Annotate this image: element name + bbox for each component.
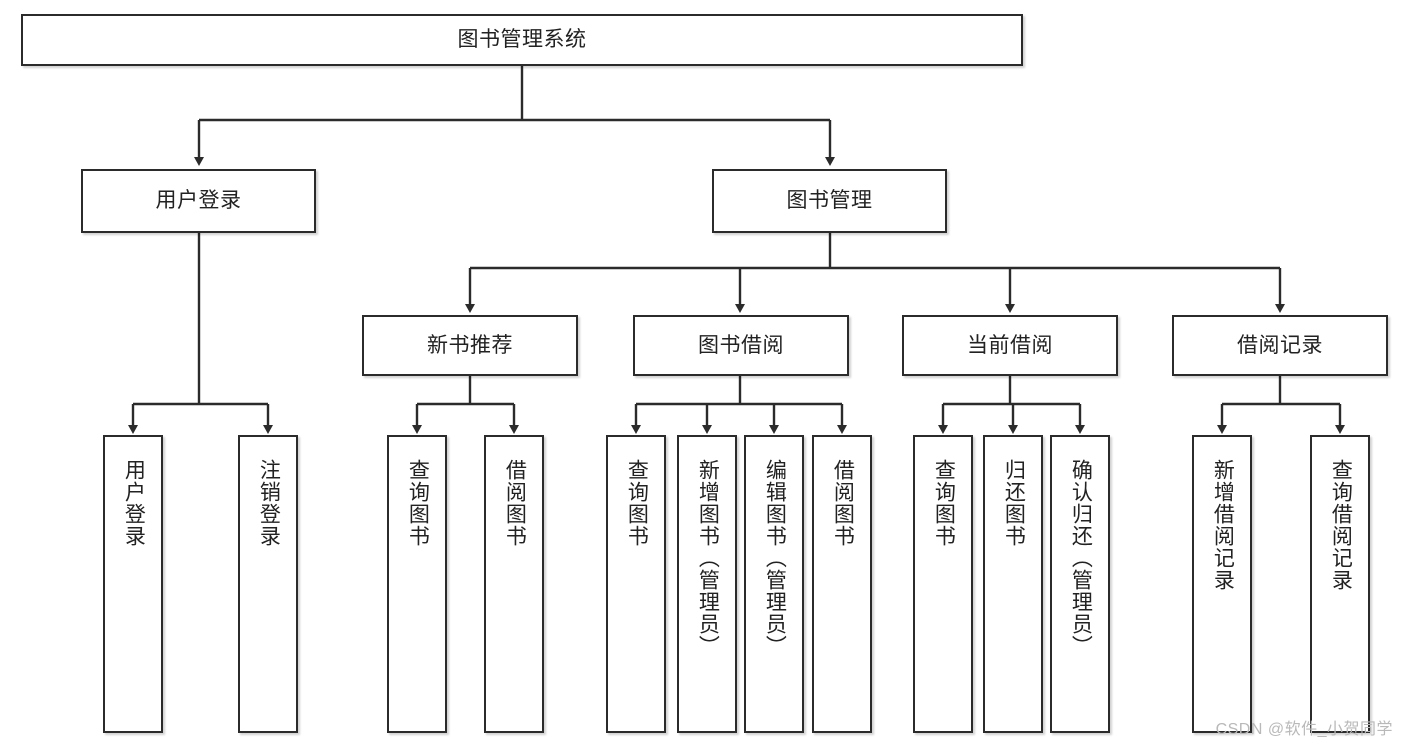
leaf-borrow-borrow-book[interactable]: 借阅图书 (812, 435, 872, 733)
node-root-book-management-system[interactable]: 图书管理系统 (21, 14, 1023, 66)
leaf-current-return-book[interactable]: 归还图书 (983, 435, 1043, 733)
node-label: 图书借阅 (698, 333, 784, 357)
node-label: 当前借阅 (967, 333, 1053, 357)
node-label: 归还图书 (1002, 459, 1026, 547)
leaf-borrow-add-book-admin[interactable]: 新增图书（管理员） (677, 435, 737, 733)
node-label: 图书管理系统 (457, 28, 587, 52)
node-label: 借阅记录 (1237, 333, 1323, 357)
watermark-text: CSDN @软件_小贺同学 (1215, 721, 1393, 738)
node-label: 查询图书 (932, 459, 956, 547)
leaf-current-query-book[interactable]: 查询图书 (913, 435, 973, 733)
leaf-user-login-signin[interactable]: 用户登录 (103, 435, 163, 733)
node-label: 借阅图书 (503, 459, 527, 547)
node-label: 用户登录 (122, 459, 146, 547)
leaf-records-add-record[interactable]: 新增借阅记录 (1192, 435, 1252, 733)
node-label: 注销登录 (257, 459, 281, 547)
leaf-new-book-query[interactable]: 查询图书 (387, 435, 447, 733)
node-label: 图书管理 (786, 189, 873, 213)
node-label: 确认归还（管理员） (1069, 459, 1093, 657)
node-new-book-recommend[interactable]: 新书推荐 (362, 315, 578, 376)
node-label: 查询借阅记录 (1329, 459, 1353, 591)
node-label: 查询图书 (625, 459, 649, 547)
node-label: 用户登录 (155, 189, 242, 213)
node-label: 编辑图书（管理员） (763, 459, 787, 657)
node-user-login[interactable]: 用户登录 (81, 169, 316, 233)
node-label: 新增图书（管理员） (696, 459, 720, 657)
node-current-borrow[interactable]: 当前借阅 (902, 315, 1118, 376)
node-label: 查询图书 (406, 459, 430, 547)
leaf-records-query-record[interactable]: 查询借阅记录 (1310, 435, 1370, 733)
leaf-user-login-signout[interactable]: 注销登录 (238, 435, 298, 733)
leaf-current-confirm-return-admin[interactable]: 确认归还（管理员） (1050, 435, 1110, 733)
leaf-new-book-borrow[interactable]: 借阅图书 (484, 435, 544, 733)
leaf-borrow-edit-book-admin[interactable]: 编辑图书（管理员） (744, 435, 804, 733)
node-label: 新增借阅记录 (1211, 459, 1235, 591)
node-book-management[interactable]: 图书管理 (712, 169, 947, 233)
node-label: 借阅图书 (831, 459, 855, 547)
node-borrow-records[interactable]: 借阅记录 (1172, 315, 1388, 376)
node-label: 新书推荐 (427, 333, 513, 357)
node-book-borrow[interactable]: 图书借阅 (633, 315, 849, 376)
leaf-borrow-query-book[interactable]: 查询图书 (606, 435, 666, 733)
